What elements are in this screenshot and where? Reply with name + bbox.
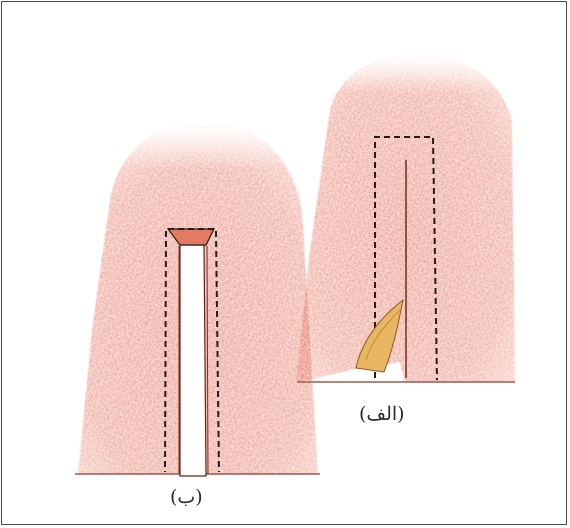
panel-b-opening: [180, 245, 206, 476]
panel-b-label: (ب): [170, 486, 203, 508]
panel-b: [75, 126, 320, 476]
panel-a: [296, 58, 515, 382]
panel-a-label: (الف): [359, 403, 405, 425]
